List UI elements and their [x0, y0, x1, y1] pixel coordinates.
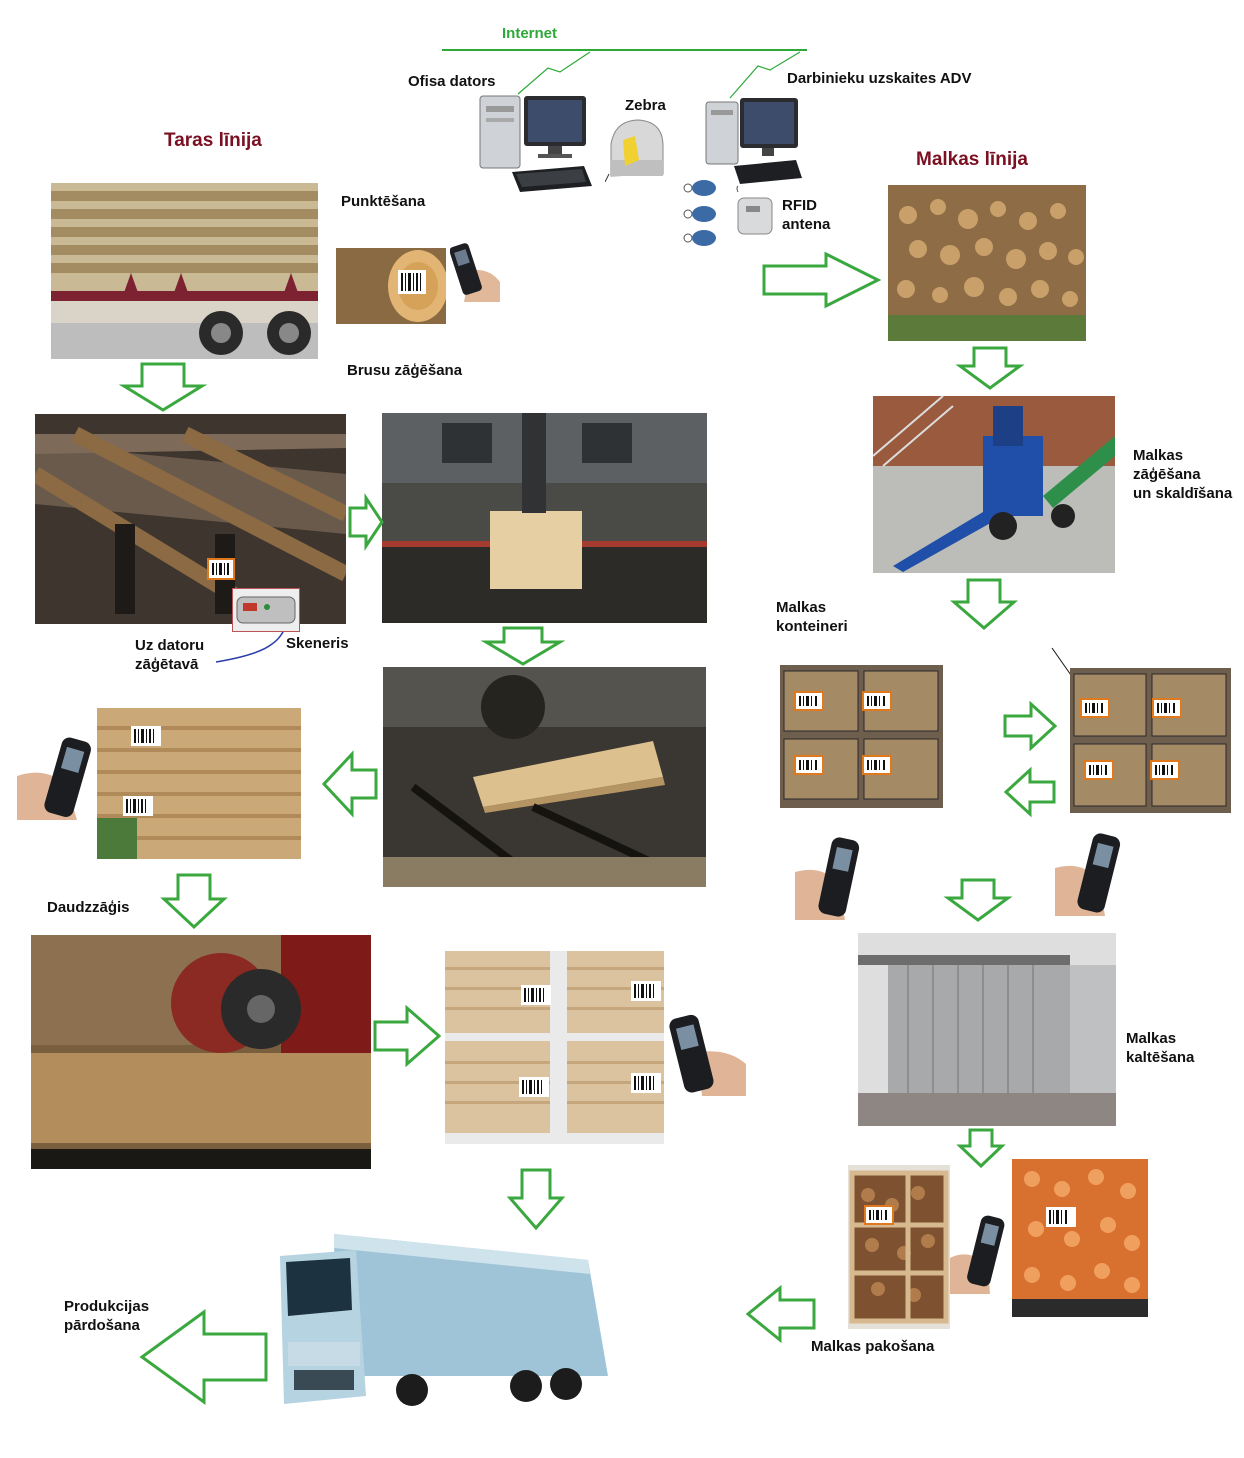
- produkcijas-label: Produkcijas pārdošana: [64, 1298, 150, 1334]
- rfid-antenna-icon: [734, 184, 778, 238]
- scanner-device-icon: [232, 588, 300, 632]
- office-pc-computer-icon: [472, 92, 602, 196]
- multisaw-photo: [31, 935, 371, 1169]
- taras-line-title: Taras līnija: [164, 130, 262, 151]
- splitter-machine-photo: [873, 396, 1115, 573]
- handheld-scanner-icon: [17, 736, 97, 820]
- employee-adv-computer-icon: [704, 96, 804, 186]
- flow-arrow-down: [506, 1168, 566, 1231]
- firewood-pile-photo: [888, 185, 1086, 341]
- beam-edger-photo: [383, 667, 706, 887]
- barcode-icon: [123, 796, 153, 816]
- rfid-tag-icon: [680, 176, 720, 250]
- stacked-beams-photo: [97, 708, 301, 859]
- flow-arrow-right: [762, 251, 882, 309]
- flow-arrow-left: [139, 1309, 268, 1405]
- flow-arrow-left: [1003, 766, 1056, 818]
- flow-arrow-right: [1003, 700, 1058, 752]
- truck-icon: [276, 1226, 608, 1412]
- barcode-icon: [398, 270, 426, 294]
- bandsaw-photo: [382, 413, 707, 623]
- daudzzagis-label: Daudzzāģis: [47, 899, 130, 916]
- label-printer-icon: [605, 114, 667, 182]
- drying-kiln-photo: [858, 933, 1116, 1126]
- flow-arrow-right: [373, 1004, 442, 1068]
- office-pc-label: Ofisa dators: [408, 73, 496, 90]
- uz-datoru-label: Uz datoru zāģētavā: [135, 637, 205, 673]
- pakosana-label: Malkas pakošana: [811, 1338, 935, 1355]
- flow-arrow-right: [348, 493, 384, 551]
- flow-arrow-left: [321, 750, 378, 818]
- flow-arrow-down: [956, 1128, 1006, 1169]
- barcode-icon: [1046, 1207, 1076, 1227]
- log-truck-photo: [51, 183, 318, 359]
- barcode-icon: [521, 985, 551, 1005]
- barcode-icon: [794, 691, 824, 711]
- barcode-icon: [207, 558, 235, 580]
- handheld-scanner-icon: [950, 1214, 1010, 1294]
- handheld-scanner-icon: [450, 240, 502, 302]
- barcode-icon: [1150, 760, 1180, 780]
- board-pallets-photo: [445, 951, 664, 1144]
- barcode-icon: [631, 1073, 661, 1093]
- zebra-label: Zebra: [625, 97, 666, 114]
- flow-arrow-down: [949, 578, 1019, 630]
- punktesana-label: Punktēšana: [341, 193, 426, 210]
- firewood-net-bags-photo: [1012, 1159, 1148, 1317]
- barcode-icon: [862, 691, 892, 711]
- flow-arrow-left: [745, 1284, 816, 1344]
- firewood-crates-right-photo: [1070, 668, 1231, 813]
- barcode-icon: [864, 1205, 894, 1225]
- log-end-barcode-photo: [336, 248, 446, 324]
- barcode-icon: [631, 981, 661, 1001]
- flow-arrow-down: [943, 878, 1013, 922]
- rfid-label: RFID antena: [782, 197, 831, 233]
- barcode-icon: [519, 1077, 549, 1097]
- barcode-icon: [1080, 698, 1110, 718]
- flow-arrow-down: [955, 346, 1025, 390]
- kaltesana-label: Malkas kaltēšana: [1126, 1030, 1195, 1066]
- malkas-line-title: Malkas līnija: [916, 149, 1028, 170]
- firewood-crates-left-photo: [780, 665, 943, 808]
- barcode-icon: [1084, 760, 1114, 780]
- handheld-scanner-icon: [795, 836, 871, 920]
- flow-arrow-down: [118, 362, 208, 412]
- internet-label: Internet: [502, 25, 558, 42]
- konteineri-label: Malkas konteineri: [776, 599, 848, 635]
- flow-arrow-down: [480, 626, 566, 666]
- flow-arrow-down: [160, 873, 228, 930]
- barcode-icon: [1152, 698, 1182, 718]
- handheld-scanner-icon: [668, 1012, 746, 1096]
- barcode-icon: [131, 726, 161, 746]
- skeneris-label: Skeneris: [286, 635, 349, 652]
- barcode-icon: [794, 755, 824, 775]
- brusu-zagesana-label: Brusu zāģēšana: [347, 362, 463, 379]
- packed-firewood-crate-photo: [848, 1165, 950, 1329]
- splitting-label: Malkas zāģēšana un skaldīšana: [1133, 447, 1233, 502]
- barcode-icon: [862, 755, 892, 775]
- handheld-scanner-icon: [1055, 832, 1133, 916]
- employee-adv-label: Darbinieku uzskaites ADV: [787, 70, 972, 87]
